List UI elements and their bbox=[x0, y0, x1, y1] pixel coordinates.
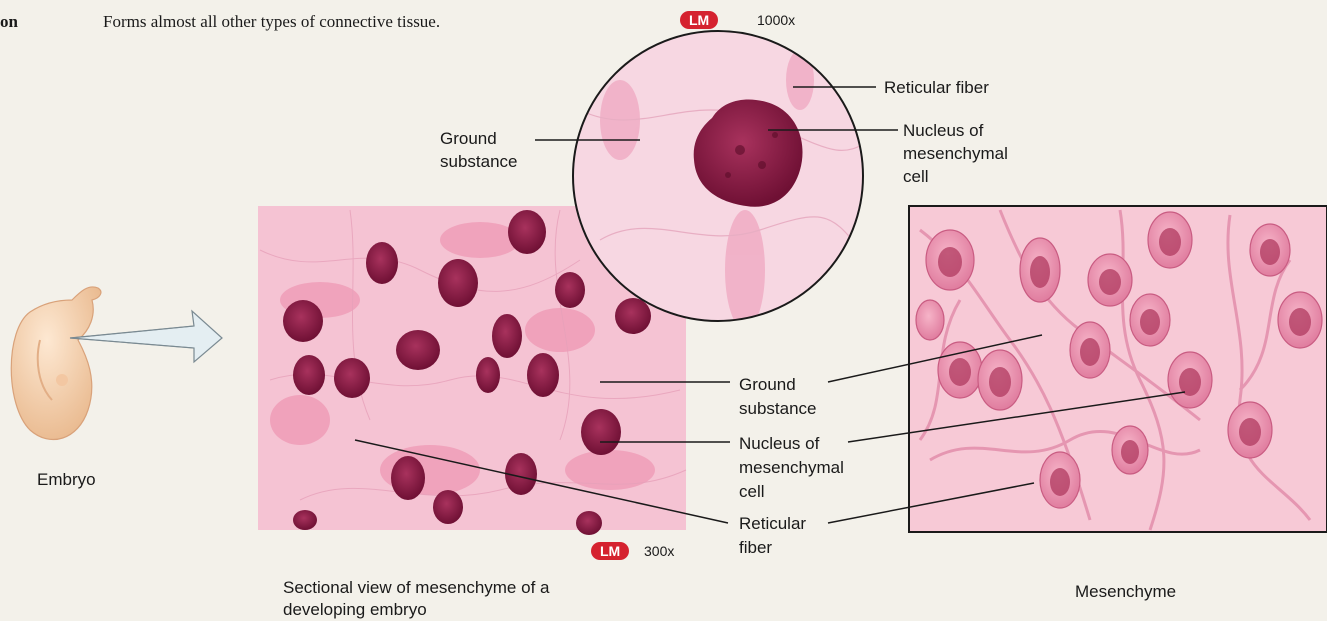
label-reticular-2: fiber bbox=[739, 538, 772, 558]
section-caption-2: developing embryo bbox=[283, 600, 427, 620]
label-nucleus-top-3: cell bbox=[903, 167, 929, 187]
label-ground-substance-2: substance bbox=[739, 399, 817, 419]
mesenchyme-illustration bbox=[909, 206, 1327, 532]
label-nucleus-3: cell bbox=[739, 482, 765, 502]
illustration-caption: Mesenchyme bbox=[1075, 582, 1176, 602]
label-reticular-fiber-top: Reticular fiber bbox=[884, 78, 989, 98]
magnification-section: 300x bbox=[644, 542, 674, 560]
label-nucleus-2: mesenchymal bbox=[739, 458, 844, 478]
lm-badge-section: LM bbox=[591, 542, 629, 560]
zoom-arrow bbox=[70, 311, 222, 362]
embryo-label: Embryo bbox=[37, 470, 96, 490]
section-caption-1: Sectional view of mesenchyme of a bbox=[283, 578, 549, 598]
embryo-illustration bbox=[11, 287, 101, 440]
label-ground-substance-top-2: substance bbox=[440, 152, 518, 172]
label-nucleus-1: Nucleus of bbox=[739, 434, 819, 454]
label-reticular-1: Reticular bbox=[739, 514, 806, 534]
label-ground-substance-1: Ground bbox=[739, 375, 796, 395]
label-nucleus-top-2: mesenchymal bbox=[903, 144, 1008, 164]
label-ground-substance-top-1: Ground bbox=[440, 129, 497, 149]
label-nucleus-top-1: Nucleus of bbox=[903, 121, 983, 141]
